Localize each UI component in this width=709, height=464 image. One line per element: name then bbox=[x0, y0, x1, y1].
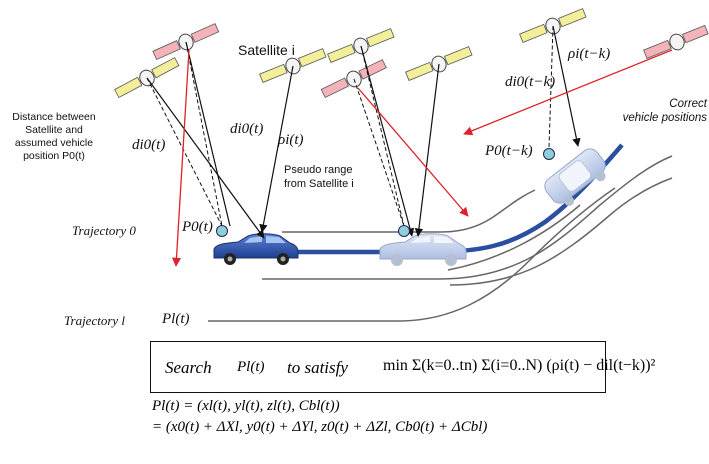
distance-note: Distance between Satellite and assumed v… bbox=[12, 111, 96, 162]
satellite-i-label: Satellite i bbox=[238, 42, 295, 58]
correct-positions-label: Correct vehicle positions bbox=[622, 98, 707, 124]
p0-marker bbox=[216, 225, 228, 237]
solid-signal-arrows bbox=[146, 25, 581, 239]
d-i0-t-left-label: di0(t) bbox=[132, 137, 166, 153]
road-lines bbox=[208, 155, 673, 322]
equation-to-satisfy: to satisfy bbox=[287, 358, 348, 377]
satellite-4 bbox=[327, 28, 395, 63]
equation-pl: Pl(t) bbox=[237, 359, 265, 375]
d-i0-t-mid-label: di0(t) bbox=[230, 121, 264, 137]
position-marker-2 bbox=[398, 225, 410, 237]
objective-equation-box: Search Pl(t) to satisfy min Σ(k=0..tn) Σ… bbox=[150, 341, 655, 393]
trajectory-0-label: Trajectory 0 bbox=[72, 223, 136, 238]
p0-t-label: P0(t) bbox=[182, 219, 213, 235]
satellite-8 bbox=[643, 24, 709, 59]
rho-i-t-minus-k-label: ρi(t−k) bbox=[568, 46, 611, 62]
equation-objective: min Σ(k=0..tn) Σ(i=0..N) (ρi(t) − dil(t−… bbox=[383, 357, 656, 374]
equation-line-2: = (x0(t) + ΔXl, y0(t) + ΔYl, z0(t) + ΔZl… bbox=[152, 419, 488, 435]
rho-i-t-label: ρi(t) bbox=[278, 132, 304, 148]
vehicle-pale-2 bbox=[544, 148, 606, 206]
red-arrows bbox=[171, 49, 673, 267]
equation-search: Search bbox=[165, 358, 212, 377]
equation-line-1: Pl(t) = (xl(t), yl(t), zl(t), Cbl(t)) bbox=[152, 398, 340, 414]
vehicle-blue bbox=[213, 233, 299, 265]
vehicle-pale-1 bbox=[379, 233, 467, 266]
pseudo-range-note: Pseudo range from Satellite i bbox=[284, 164, 354, 190]
d-i0-t-minus-k-label: di0(t−k) bbox=[505, 74, 556, 90]
p0-t-minus-k-label: P0(t−k) bbox=[485, 143, 533, 159]
trajectory-l-label: Trajectory l bbox=[64, 313, 126, 328]
dashed-signal-lines bbox=[146, 25, 554, 227]
p0-t-minus-k-marker bbox=[543, 148, 555, 160]
pl-t-label: Pl(t) bbox=[162, 311, 190, 327]
